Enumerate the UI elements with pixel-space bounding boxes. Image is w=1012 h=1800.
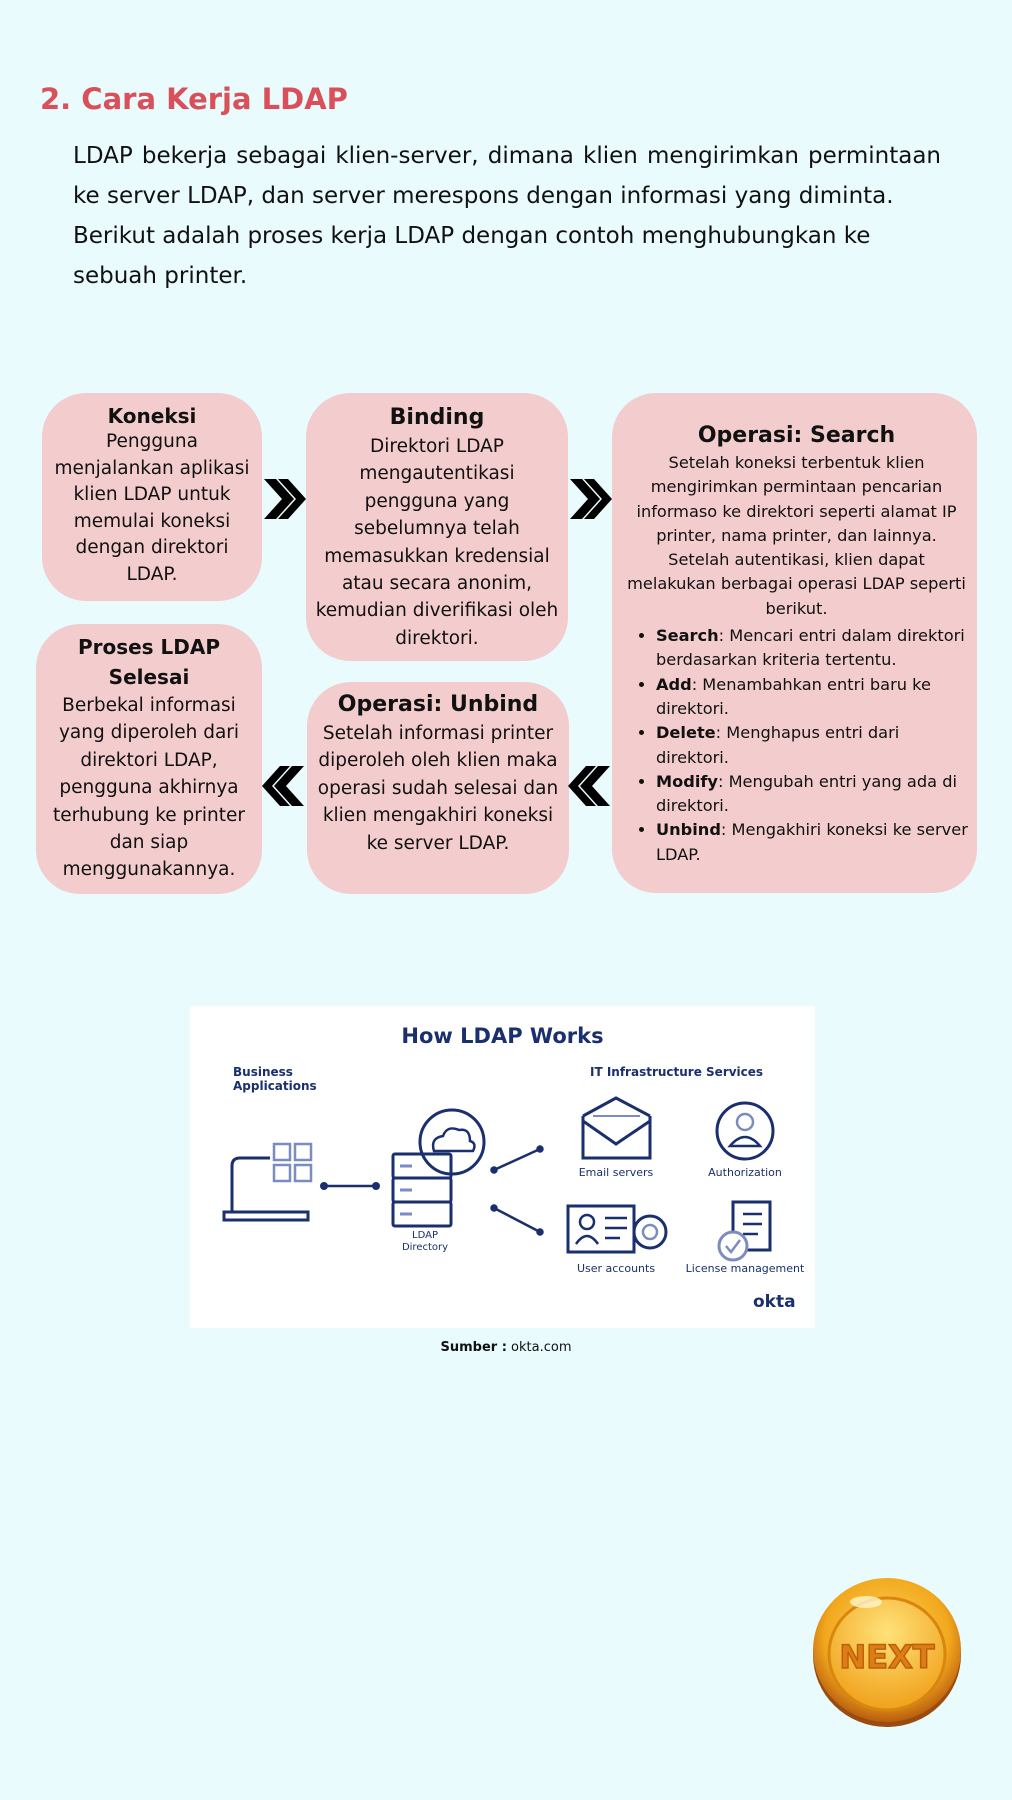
section-heading: 2. Cara Kerja LDAP [40,82,348,116]
step-binding-title: Binding [389,405,485,430]
authorization-icon [715,1101,775,1161]
step-koneksi-body: Pengguna menjalankan aplikasi klien LDAP… [54,431,250,585]
operation-desc: : Mencari entri dalam direktori berdasar… [656,626,965,670]
intro-text: LDAP bekerja sebagai klien-server, diman… [73,136,941,296]
user-accounts-icon [566,1204,668,1254]
operation-name: Unbind [656,820,721,840]
authorization-label: Authorization [708,1166,782,1179]
ldap-diagram-graphics [222,1096,775,1262]
step-selesai: Proses LDAP Selesai Berbekal informasi y… [36,624,262,894]
step-binding: Binding Direktori LDAP mengautentikasi p… [306,393,568,661]
operation-name: Modify [656,771,718,791]
intro-paragraph-1: LDAP bekerja sebagai klien-server, diman… [73,143,941,209]
step-koneksi-title: Koneksi [107,404,197,428]
step-search: Operasi: Search Setelah koneksi terbentu… [612,393,977,893]
user-accounts-label: User accounts [576,1262,656,1275]
connector-line [320,1182,380,1190]
step-search-body-2: Setelah autentikasi, klien dapat melakuk… [627,550,966,618]
license-management-label: License management [685,1262,805,1275]
operation-name: Add [656,674,692,694]
step-search-title: Operasi: Search [697,423,896,448]
list-item: Delete: Menghapus entri dari direktori. [656,721,971,770]
it-infrastructure-label: IT Infrastructure Services [590,1065,764,1079]
license-management-icon [717,1200,772,1262]
image-source-caption: Sumber : okta.com [0,1340,1012,1355]
operation-desc: : Mengakhiri koneksi ke server LDAP. [656,820,968,864]
ldap-diagram-image: How LDAP Works Business Applications IT … [190,1006,815,1328]
list-item: Search: Mencari entri dalam direktori be… [656,624,971,673]
next-button-label: NEXT [839,1638,934,1676]
operation-desc: : Menambahkan entri baru ke direktori. [656,674,931,718]
list-item: Unbind: Mengakhiri koneksi ke server LDA… [656,818,971,867]
server-icon [391,1152,453,1228]
operation-desc: : Menghapus entri dari direktori. [656,723,900,767]
business-applications-label: Business Applications [233,1065,317,1093]
chevron-right-icon [264,479,306,519]
step-unbind-title: Operasi: Unbind [337,692,539,717]
step-selesai-body: Berbekal informasi yang diperoleh dari d… [53,695,245,881]
app-grid-icon [272,1142,313,1183]
laptop-icon [222,1156,310,1222]
operation-name: Search [656,626,719,646]
next-button[interactable]: NEXT [810,1574,964,1730]
step-koneksi: Koneksi Pengguna menjalankan aplikasi kl… [42,393,262,601]
chevron-right-icon [570,479,612,519]
cloud-icon [418,1108,486,1176]
operation-desc: : Mengubah entri yang ada di direktori. [656,771,957,816]
step-unbind: Operasi: Unbind Setelah informasi printe… [307,682,569,894]
branch-lines [490,1145,544,1236]
list-item: Modify: Mengubah entri yang ada di direk… [656,770,971,819]
list-item: Add: Menambahkan entri baru ke direktori… [656,673,971,722]
intro-paragraph-2: Berikut adalah proses kerja LDAP dengan … [73,223,871,289]
ldap-operations-list: Search: Mencari entri dalam direktori be… [622,624,971,867]
caption-source: okta.com [511,1340,572,1355]
chevron-left-icon [568,766,610,806]
email-servers-label: Email servers [578,1166,654,1179]
step-search-body-1: Setelah koneksi terbentuk klien mengirim… [636,453,957,545]
ldap-directory-label: LDAP Directory [401,1230,449,1253]
chevron-left-icon [262,766,304,806]
okta-logo: okta [753,1292,796,1312]
caption-label: Sumber : [440,1340,507,1355]
step-unbind-body: Setelah informasi printer diperoleh oleh… [317,723,559,854]
diagram-title: How LDAP Works [401,1024,604,1048]
step-binding-body: Direktori LDAP mengautentikasi pengguna … [315,436,559,649]
step-selesai-title: Proses LDAP Selesai [77,635,221,689]
email-icon [581,1096,652,1160]
operation-name: Delete [656,723,716,743]
